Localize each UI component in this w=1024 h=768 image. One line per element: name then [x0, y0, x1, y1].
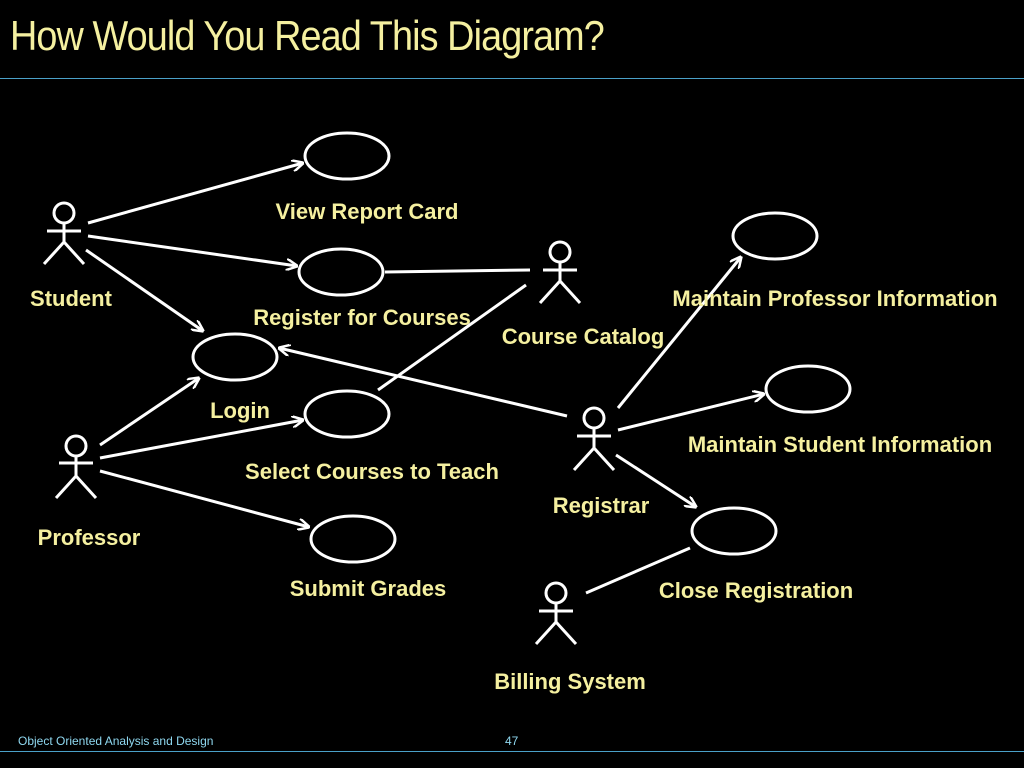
assoc-student-view-report-card	[87, 163, 303, 225]
assoc-student-register-for-courses	[87, 234, 297, 266]
use-case-maintain-professor-information	[731, 211, 819, 261]
assoc-select-courses-course-catalog	[377, 283, 527, 392]
use-case-login	[191, 332, 279, 382]
actor-billing-system-figure	[534, 581, 578, 646]
assoc-register-for-courses-course-catalog	[384, 268, 531, 274]
assoc-professor-login	[99, 378, 199, 447]
assoc-registrar-maintain-professor-information	[616, 257, 741, 409]
footer-course-name: Object Oriented Analysis and Design	[18, 734, 214, 748]
assoc-registrar-close-registration	[615, 453, 696, 507]
actor-registrar-figure	[572, 406, 616, 472]
label-billing-system: Billing System	[494, 669, 646, 694]
label-maintain-professor-information: Maintain Professor Information	[672, 286, 997, 311]
footer-page-number: 47	[505, 734, 519, 748]
label-register-for-courses: Register for Courses	[253, 305, 471, 330]
assoc-student-login	[85, 248, 203, 331]
label-view-report-card: View Report Card	[276, 199, 459, 224]
slide-title: How Would You Read This Diagram?	[10, 12, 605, 59]
use-case-view-report-card	[303, 131, 391, 181]
label-login: Login	[210, 398, 270, 423]
label-select-courses-to-teach: Select Courses to Teach	[245, 459, 499, 484]
actor-course-catalog-figure	[538, 240, 582, 305]
label-student: Student	[30, 286, 113, 311]
label-professor: Professor	[38, 525, 141, 550]
use-case-maintain-student-information	[764, 364, 852, 414]
actor-professor-figure	[54, 434, 98, 500]
use-case-submit-grades	[309, 514, 397, 564]
footer-rule	[0, 751, 1024, 752]
use-case-select-courses-to-teach	[303, 389, 391, 439]
assoc-professor-submit-grades	[99, 469, 309, 527]
assoc-registrar-maintain-student-information	[617, 394, 764, 432]
use-case-close-registration	[690, 506, 778, 556]
assoc-billing-system-close-registration	[585, 546, 691, 595]
use-case-register-for-courses	[297, 247, 385, 297]
label-maintain-student-information: Maintain Student Information	[688, 432, 992, 457]
label-course-catalog: Course Catalog	[502, 324, 665, 349]
assoc-registrar-login	[279, 348, 568, 418]
title-rule	[0, 78, 1024, 79]
actor-student-figure	[42, 201, 86, 266]
label-submit-grades: Submit Grades	[290, 576, 446, 601]
label-close-registration: Close Registration	[659, 578, 853, 603]
label-registrar: Registrar	[553, 493, 650, 518]
assoc-professor-select-courses-to-teach	[99, 420, 303, 460]
